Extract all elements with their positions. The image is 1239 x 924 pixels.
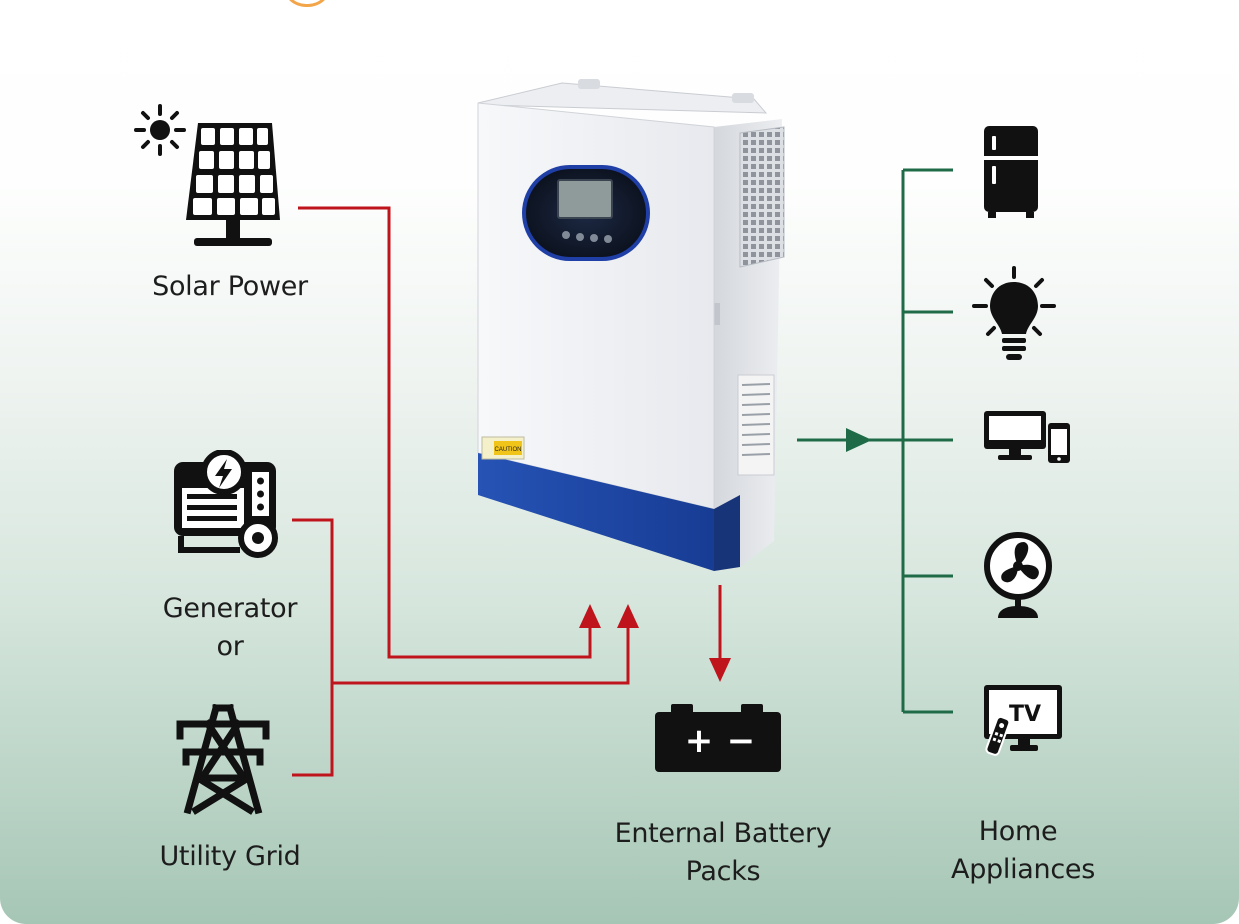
arrow-right-output bbox=[846, 428, 872, 452]
caution-text: CAUTION bbox=[495, 447, 522, 453]
battery-minus: − bbox=[727, 721, 756, 761]
or-label: or bbox=[216, 631, 244, 662]
generator-icon bbox=[174, 450, 278, 558]
input-lines bbox=[292, 206, 722, 777]
tv-text: TV bbox=[1009, 702, 1041, 727]
arrow-up-grid bbox=[617, 604, 639, 628]
generator-line bbox=[292, 518, 334, 777]
battery-plus: + bbox=[685, 721, 714, 761]
refrigerator-icon bbox=[984, 126, 1038, 218]
light-bulb-icon bbox=[972, 266, 1056, 360]
utility-grid-label: Utility Grid bbox=[159, 841, 301, 872]
arrow-down-battery bbox=[709, 658, 731, 682]
inverter-unit: CAUTION bbox=[477, 79, 785, 571]
solar-to-inverter-line bbox=[298, 206, 592, 659]
output-lines bbox=[797, 168, 953, 714]
battery-icon: + − bbox=[655, 704, 781, 772]
solar-power-label: Solar Power bbox=[152, 271, 308, 302]
fan-icon bbox=[984, 532, 1052, 618]
appliances-label-line2: Appliances bbox=[951, 854, 1095, 885]
battery-label-line2: Packs bbox=[685, 856, 761, 887]
transmission-tower-icon bbox=[176, 704, 270, 815]
computer-phone-icon bbox=[984, 411, 1070, 463]
inverter-buttons bbox=[562, 231, 612, 243]
input-arrowheads bbox=[579, 604, 731, 682]
tv-remote-icon: TV bbox=[984, 685, 1062, 756]
arrow-up-solar bbox=[579, 604, 601, 628]
battery-label-line1: Enternal Battery bbox=[614, 818, 832, 849]
grid-to-inverter-line bbox=[332, 612, 630, 685]
appliances-label-line1: Home bbox=[978, 816, 1058, 847]
generator-label: Generator bbox=[162, 593, 298, 624]
solar-panel-icon bbox=[134, 104, 280, 246]
